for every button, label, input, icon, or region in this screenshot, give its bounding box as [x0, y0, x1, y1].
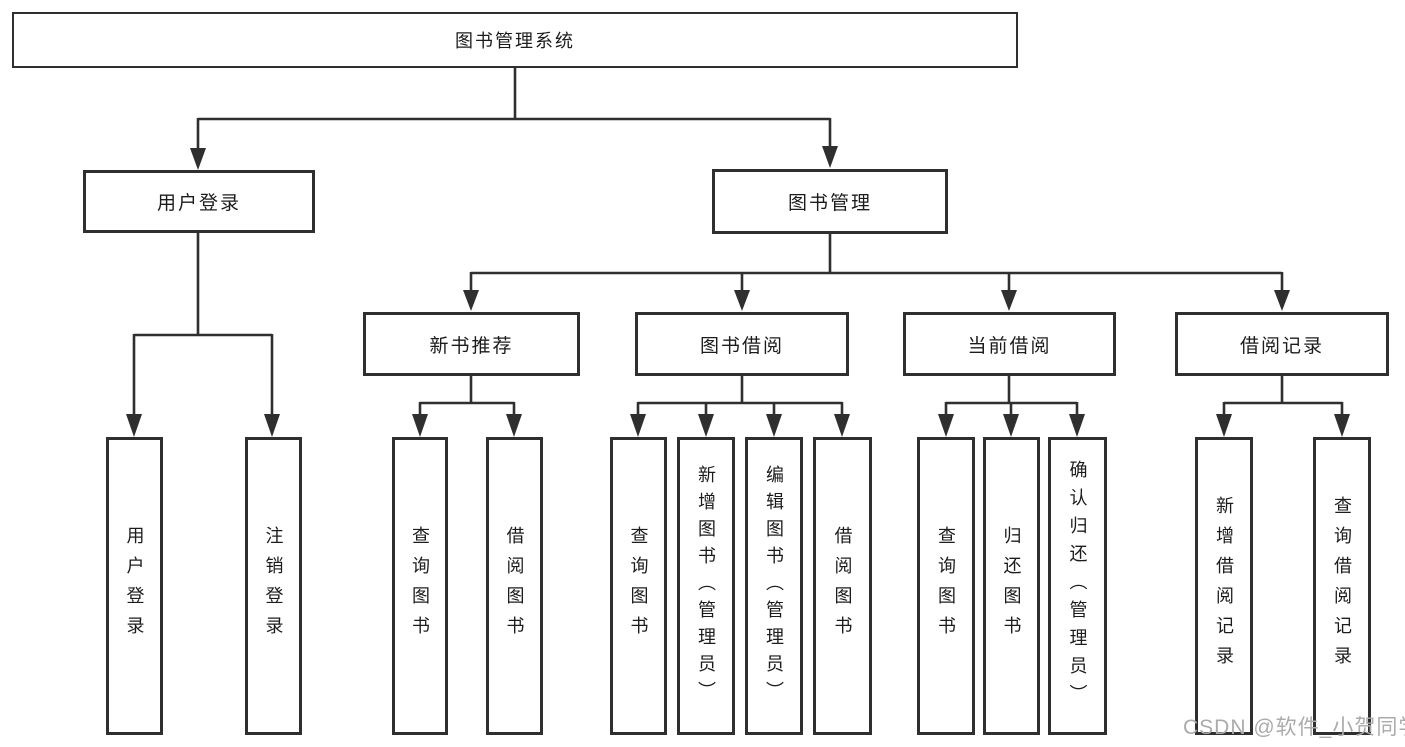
- node-root-system: 图书管理系统: [12, 12, 1018, 68]
- leaf-add-books-admin: 新增图书（管理员）: [677, 437, 735, 735]
- node-user-login-module: 用户登录: [83, 170, 315, 233]
- node-new-book-recommend: 新书推荐: [363, 312, 580, 376]
- node-book-management-module: 图书管理: [712, 169, 948, 234]
- leaf-newbook-query-books: 查询图书: [392, 437, 448, 735]
- leaf-return-books: 归还图书: [983, 437, 1040, 735]
- leaf-borrowing-query-books: 查询图书: [610, 437, 667, 735]
- leaf-query-borrow-record: 查询借阅记录: [1313, 437, 1371, 735]
- leaf-edit-books-admin: 编辑图书（管理员）: [745, 437, 803, 735]
- leaf-current-query-books: 查询图书: [917, 437, 975, 735]
- node-current-borrowing: 当前借阅: [903, 312, 1116, 376]
- leaf-add-borrow-record: 新增借阅记录: [1195, 437, 1253, 735]
- node-borrowing-records: 借阅记录: [1175, 312, 1389, 376]
- leaf-newbook-borrow-books: 借阅图书: [486, 437, 543, 735]
- leaf-logout: 注销登录: [245, 437, 302, 735]
- node-book-borrowing: 图书借阅: [635, 312, 849, 376]
- leaf-borrowing-borrow-books: 借阅图书: [813, 437, 872, 735]
- leaf-user-login: 用户登录: [106, 437, 163, 735]
- leaf-confirm-return-admin: 确认归还（管理员）: [1048, 437, 1107, 735]
